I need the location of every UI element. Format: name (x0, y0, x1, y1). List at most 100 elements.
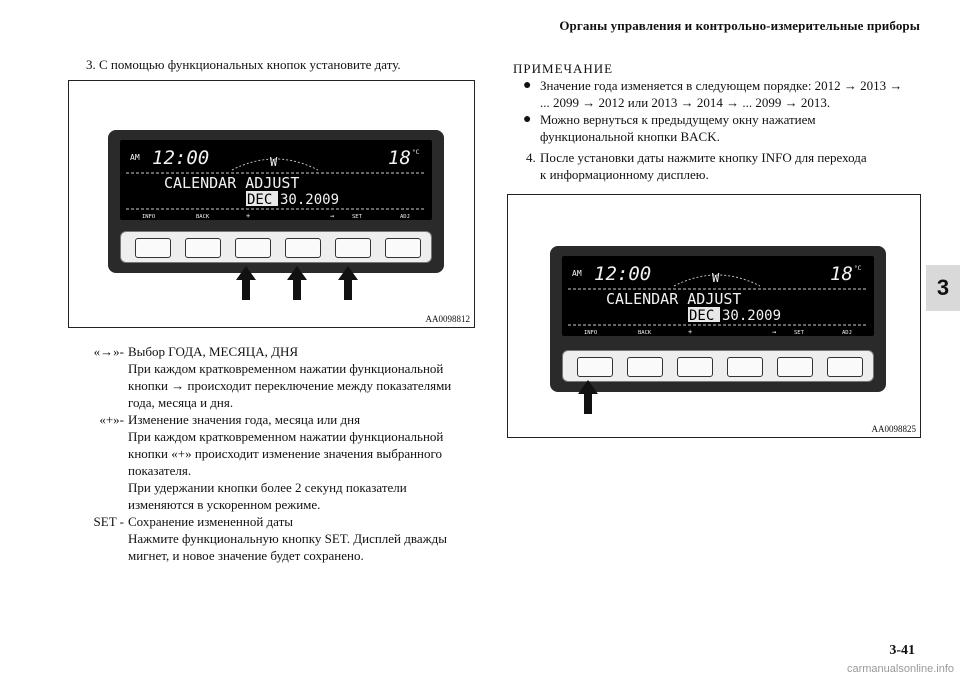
lcd-clock: 12:00 (594, 263, 651, 285)
watermark: carmanualsonline.info (846, 663, 954, 675)
display-panel: AM 12:00 W 18 °C CALENDAR ADJUST DEC 30.… (550, 246, 886, 392)
softkey-info: INFO (584, 330, 597, 336)
note-bullet: ● Значение года изменяется в следующем п… (513, 77, 923, 111)
item-line: года, месяца и дня. (128, 395, 234, 410)
lcd-am: AM (130, 153, 140, 162)
bullet-icon: ● (523, 78, 532, 93)
press-arrow-icon (236, 266, 256, 300)
function-button-adj[interactable] (827, 357, 863, 377)
softkey-plus: + (688, 328, 692, 336)
softkey-arrow: → (772, 328, 776, 336)
step-3-number: 3. (86, 57, 96, 72)
item-line: кнопки «+» происходит изменение значения… (128, 446, 443, 461)
function-button-info[interactable] (577, 357, 613, 377)
item-line: изменяются в ускоренном режиме. (128, 497, 321, 512)
figure-display-adjust: AM 12:00 W 18 °C CALENDAR ADJUST DEC 30.… (68, 80, 475, 328)
note-line: Значение года изменяется в следующем пор… (540, 78, 903, 93)
item-line: показателя. (128, 463, 192, 478)
bullet-icon: ● (523, 112, 532, 127)
step-4-number: 4. (526, 150, 536, 165)
figure-code: AA0098812 (425, 314, 471, 324)
function-button-strip (120, 231, 432, 263)
note-line: ... 2099 → 2012 или 2013 → 2014 → ... 20… (540, 95, 831, 110)
function-button-arrow[interactable] (727, 357, 763, 377)
item-key: «→»- (93, 344, 124, 359)
item-line: Сохранение измененной даты (128, 514, 293, 529)
step-4: 4. После установки даты нажмите кнопку I… (526, 149, 926, 183)
item-line: Нажмите функциональную кнопку SET. Диспл… (128, 531, 447, 546)
lcd-am: AM (572, 269, 582, 278)
note-line: функциональной кнопки BACK. (540, 129, 720, 144)
description-item: «→»- Выбор ГОДА, МЕСЯЦА, ДНЯ При каждом … (82, 343, 482, 411)
item-line: кнопки → происходит переключение между п… (128, 378, 452, 393)
function-button-set[interactable] (335, 238, 371, 258)
function-descriptions: «→»- Выбор ГОДА, МЕСЯЦА, ДНЯ При каждом … (82, 343, 482, 564)
lcd-compass: W (712, 271, 720, 285)
page-number: 3-41 (889, 643, 915, 658)
softkey-arrow: → (330, 212, 334, 220)
lcd-graphic: AM 12:00 W 18 °C CALENDAR ADJUST DEC 30.… (126, 147, 426, 220)
function-button-back[interactable] (185, 238, 221, 258)
lcd-compass: W (270, 155, 278, 169)
item-key: «+»- (99, 412, 124, 427)
item-line: При каждом кратковременном нажатии функц… (128, 361, 444, 376)
note-bullet: ● Можно вернуться к предыдущему окну наж… (513, 111, 923, 145)
function-button-adj[interactable] (385, 238, 421, 258)
press-arrow-icon (338, 266, 358, 300)
softkey-plus: + (246, 212, 250, 220)
lcd-date: 30.2009 (280, 192, 339, 208)
lcd-month: DEC (689, 308, 714, 324)
step-3-text: С помощью функциональных кнопок установи… (99, 57, 401, 72)
note-block: ПРИМЕЧАНИЕ ● Значение года изменяется в … (513, 60, 923, 145)
function-button-strip (562, 350, 874, 382)
figure-display-info: AM 12:00 W 18 °C CALENDAR ADJUST DEC 30.… (507, 194, 921, 438)
lcd-clock: 12:00 (152, 147, 209, 169)
compass-arc (231, 158, 319, 171)
lcd-date: 30.2009 (722, 308, 781, 324)
softkey-back: BACK (196, 214, 210, 220)
note-line: Можно вернуться к предыдущему окну нажат… (540, 112, 816, 127)
lcd-month: DEC (247, 192, 272, 208)
softkey-adj: ADJ (842, 330, 852, 336)
softkey-adj: ADJ (400, 214, 410, 220)
softkey-info: INFO (142, 214, 155, 220)
item-line: При удержании кнопки более 2 секунд пока… (128, 480, 407, 495)
lcd-temp: 18 (388, 147, 411, 169)
item-line: При каждом кратковременном нажатии функц… (128, 429, 444, 444)
display-panel: AM 12:00 W 18 °C CALENDAR ADJUST DEC 30.… (108, 130, 444, 273)
press-arrow-icon (578, 380, 598, 414)
softkey-set: SET (352, 214, 363, 220)
lcd-month-highlight (688, 307, 720, 322)
softkey-back: BACK (638, 330, 652, 336)
function-button-back[interactable] (627, 357, 663, 377)
description-item: «+»- Изменение значения года, месяца или… (82, 411, 482, 513)
lcd-temp-unit: °C (854, 265, 862, 272)
lcd-screen: AM 12:00 W 18 °C CALENDAR ADJUST DEC 30.… (120, 140, 432, 220)
softkey-set: SET (794, 330, 805, 336)
step-4-line: к информационному дисплею. (540, 167, 709, 182)
lcd-month-highlight (246, 191, 278, 206)
function-button-info[interactable] (135, 238, 171, 258)
description-item: SET - Сохранение измененной даты Нажмите… (82, 513, 482, 564)
compass-arc (673, 274, 761, 287)
page-header: Органы управления и контрольно-измерител… (559, 18, 920, 33)
lcd-temp: 18 (830, 263, 853, 285)
function-button-set[interactable] (777, 357, 813, 377)
lcd-title: CALENDAR ADJUST (164, 174, 299, 192)
item-key: SET - (93, 514, 124, 529)
function-button-plus[interactable] (677, 357, 713, 377)
lcd-temp-unit: °C (412, 149, 420, 156)
function-button-arrow[interactable] (285, 238, 321, 258)
item-line: мигнет, и новое значение будет сохранено… (128, 548, 364, 563)
press-arrow-icon (287, 266, 307, 300)
note-title: ПРИМЕЧАНИЕ (513, 61, 614, 76)
item-line: Изменение значения года, месяца или дня (128, 412, 361, 427)
lcd-title: CALENDAR ADJUST (606, 290, 741, 308)
function-button-plus[interactable] (235, 238, 271, 258)
step-4-line: После установки даты нажмите кнопку INFO… (540, 150, 867, 165)
lcd-graphic: AM 12:00 W 18 °C CALENDAR ADJUST DEC 30.… (568, 263, 868, 336)
item-line: Выбор ГОДА, МЕСЯЦА, ДНЯ (128, 344, 299, 359)
chapter-tab: 3 (926, 265, 960, 311)
figure-code: AA0098825 (871, 424, 917, 434)
step-3: 3. С помощью функциональных кнопок устан… (86, 56, 401, 73)
